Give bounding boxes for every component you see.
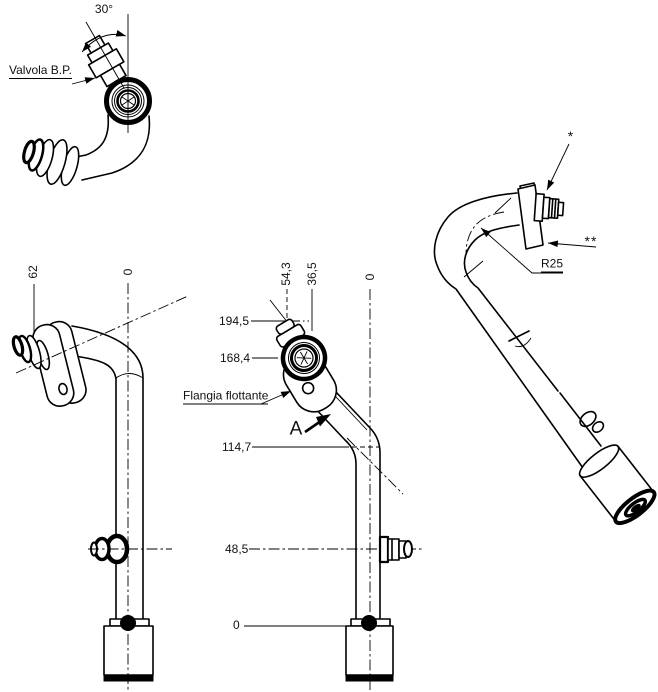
dim-62-label: 62	[26, 265, 40, 279]
dim-54-3-label: 54,3	[279, 262, 293, 286]
dim-194-5-label: 194,5	[219, 314, 250, 328]
bottom-fitting-side	[345, 615, 394, 682]
side-port-side	[378, 535, 413, 564]
bottom-fitting-front	[103, 615, 154, 682]
radius-r25-label: R25	[541, 256, 564, 273]
bottom-fitting-iso	[578, 444, 657, 526]
dim-0-side-top-label: 0	[363, 273, 377, 281]
dim-168-4-label: 168,4	[220, 351, 251, 365]
note-star-label: *	[567, 128, 575, 144]
angle-dimension-label: 30°	[94, 2, 114, 16]
floating-flange-callout-label: Flangia flottante	[183, 388, 269, 405]
view-a-marker-label: A	[289, 418, 303, 440]
front-view-graphic	[11, 283, 189, 690]
iso-flange	[517, 182, 565, 250]
dim-48-5-label: 48,5	[225, 542, 249, 556]
side-view-graphic	[244, 289, 424, 691]
note-double-star-label: **	[584, 233, 598, 249]
side-port-iso	[579, 410, 597, 428]
view-a-arrow	[304, 414, 331, 434]
flange-stub-rings	[11, 334, 51, 371]
dim-0-front-label: 0	[121, 268, 135, 276]
valve-detail-view-graphic	[22, 14, 152, 187]
iso-view-graphic	[433, 143, 657, 526]
dim-0-side-bottom-label: 0	[233, 618, 240, 632]
pipe-end-fitting	[22, 138, 80, 187]
valve-callout-label: Valvola B.P.	[9, 63, 72, 79]
dim-114-7-label: 114,7	[222, 440, 252, 454]
floating-flange-assembly	[275, 318, 338, 413]
dim-36-5-label: 36,5	[305, 262, 319, 286]
